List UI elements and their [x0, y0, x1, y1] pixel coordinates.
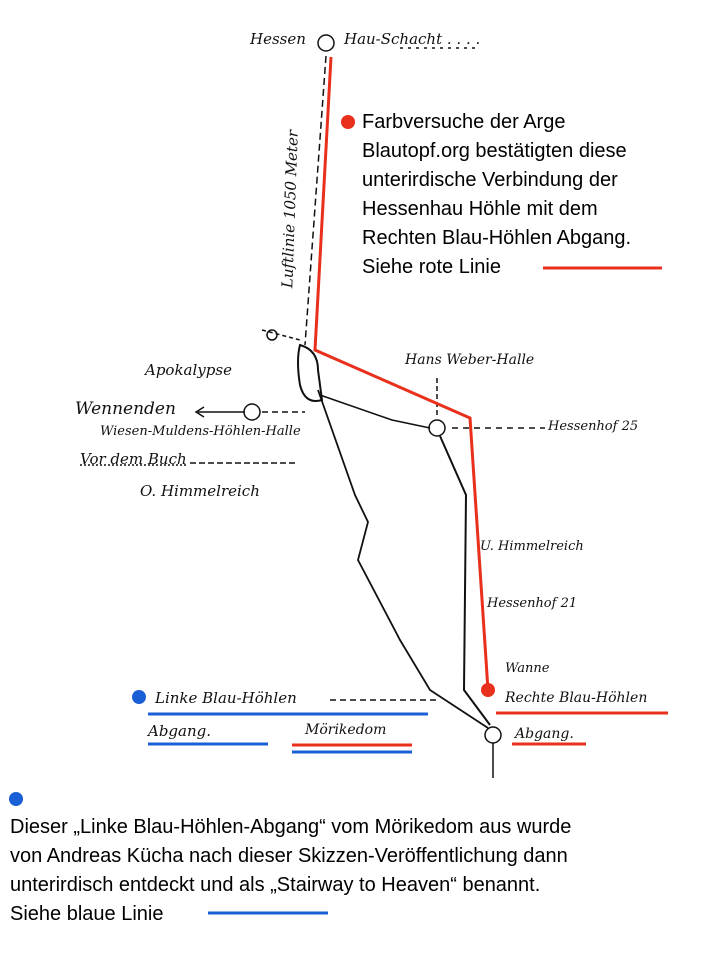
label-hau-schacht: Hau-Schacht . . . .: [344, 30, 481, 48]
label-u-himmelreich: U. Himmelreich: [480, 539, 584, 554]
right-passage: [439, 435, 491, 726]
blue-note-line: Siehe blaue Linie: [10, 903, 164, 925]
red-note-line: Rechten Blau-Höhlen Abgang.: [362, 227, 632, 249]
red-connection-line: [313, 56, 490, 691]
label-wanne: Wanne: [505, 661, 550, 676]
label-vor-dem-buch: Vor dem Buch: [80, 450, 187, 468]
red-note-line: unterirdische Verbindung der: [362, 169, 618, 191]
label-hessenhof-25: Hessenhof 25: [548, 419, 639, 434]
label-abgang-left: Abgang.: [148, 722, 212, 740]
blue-note-bullet: [9, 792, 23, 806]
label-hans-weber-halle: Hans Weber-Halle: [405, 352, 535, 368]
hans-weber-circle: [428, 419, 446, 437]
passage-to-hans-weber: [319, 394, 431, 429]
blue-note-line: von Andreas Kücha nach dieser Skizzen-Ve…: [10, 845, 568, 867]
left-passage: [317, 389, 489, 729]
label-o-himmelreich: O. Himmelreich: [140, 482, 260, 500]
label-linke-blau-hoehlen: Linke Blau-Höhlen: [155, 689, 297, 707]
red-note-bullet: [341, 115, 355, 129]
blue-note-line: unterirdisch entdeckt und als „Stairway …: [10, 874, 541, 896]
apokalypse-chamber: [297, 343, 324, 402]
red-note-line: Hessenhau Höhle mit dem: [362, 198, 598, 220]
label-hessen: Hessen: [250, 30, 306, 48]
blue-note: Dieser „Linke Blau-Höhlen-Abgang“ vom Mö…: [10, 813, 571, 929]
hessenhau-shaft-circle: [317, 34, 335, 52]
label-wennenden: Wennenden: [75, 399, 176, 419]
red-dot-marker: [481, 683, 495, 697]
red-note: Farbversuche der Arge Blautopf.org bestä…: [362, 108, 631, 282]
label-apokalypse: Apokalypse: [145, 361, 232, 379]
blue-note-line: Dieser „Linke Blau-Höhlen-Abgang“ vom Mö…: [10, 816, 572, 838]
wiesen-circle: [243, 403, 261, 421]
label-moerikedom: Mörikedom: [305, 722, 387, 738]
blue-cave-exit-circle: [484, 726, 502, 744]
red-note-line: Blautopf.org bestätigten diese: [362, 140, 627, 162]
label-rechte-blau-hoehlen: Rechte Blau-Höhlen: [505, 690, 648, 706]
red-note-line: Siehe rote Linie: [362, 256, 501, 278]
red-note-line: Farbversuche der Arge: [362, 111, 566, 133]
label-wiesen: Wiesen-Muldens-Höhlen-Halle: [100, 424, 301, 439]
blue-dot-marker: [132, 690, 146, 704]
airline-dashed: [304, 55, 327, 346]
label-abgang-right: Abgang.: [515, 726, 574, 742]
label-hessenhof-21: Hessenhof 21: [487, 596, 578, 611]
